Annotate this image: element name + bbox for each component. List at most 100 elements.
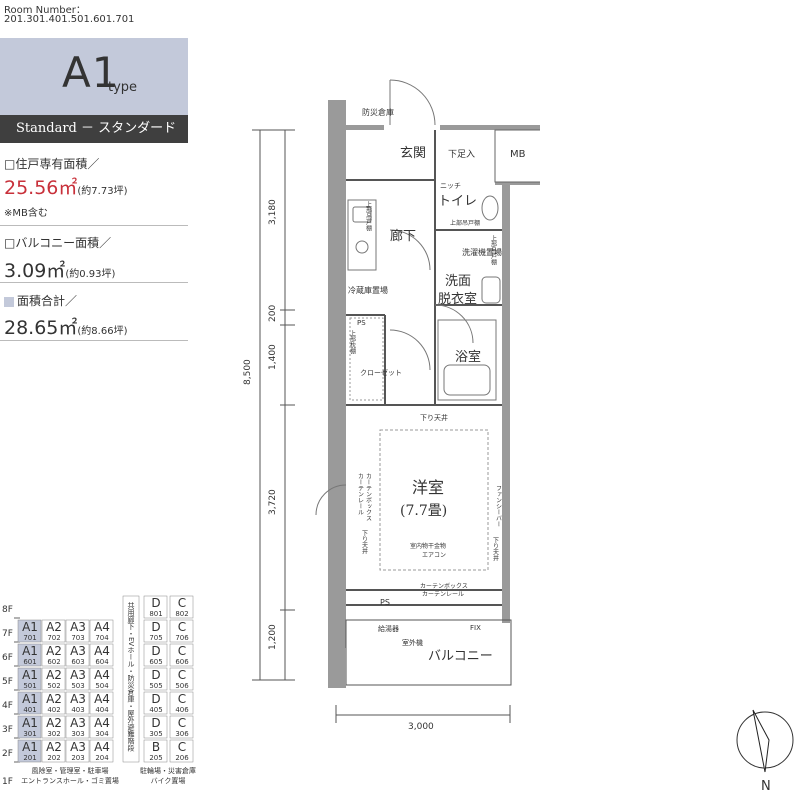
- unit-type: A3: [70, 644, 86, 658]
- label-aircon: エアコン: [422, 552, 446, 559]
- unit-cell: [169, 691, 194, 715]
- unit-type: C: [178, 740, 186, 754]
- ground-right-text: バイク置場: [151, 776, 186, 785]
- type-code: A1: [62, 48, 120, 97]
- unit-number: 305: [149, 730, 162, 738]
- label-curtain-box-bottom: カーテンボックス: [420, 582, 468, 590]
- unit-cell: [89, 643, 114, 667]
- ground-left-text: エントランスホール・ゴミ置場: [21, 776, 119, 785]
- legend-square-icon: [4, 296, 14, 307]
- unit-cell: [65, 715, 90, 739]
- label-hoshimono: 室内物干金物: [410, 542, 446, 550]
- unit-cell: [169, 643, 194, 667]
- unit-number: 605: [149, 658, 162, 666]
- sink-icon: [352, 206, 372, 223]
- unit-type: A4: [94, 620, 110, 634]
- kitchen-counter: [347, 199, 377, 271]
- divider: [0, 340, 188, 341]
- unit-cell: [143, 691, 168, 715]
- bathtub-icon: [443, 364, 491, 396]
- unit-cell: [41, 739, 66, 763]
- unit-number: 201: [23, 754, 36, 762]
- dropped-ceiling-outline: [379, 429, 489, 571]
- unit-cell: [17, 667, 42, 691]
- unit-type: A1: [22, 668, 38, 682]
- unit-cell: [143, 595, 168, 619]
- unit-number: 601: [23, 658, 36, 666]
- unit-type: A2: [46, 644, 62, 658]
- label-kyuhaiki: 給湯器: [378, 624, 399, 633]
- unit-cell: [41, 715, 66, 739]
- unit-number: 402: [47, 706, 60, 714]
- dim-d3: 1,400: [268, 344, 278, 370]
- unit-number: 406: [175, 706, 189, 714]
- unit-cell: [143, 643, 168, 667]
- unit-number: 204: [95, 754, 109, 762]
- unit-cell: [89, 619, 114, 643]
- unit-number: 602: [47, 658, 60, 666]
- unit-type: A1: [22, 644, 38, 658]
- label-shitsugaiki: 室外機: [402, 638, 423, 647]
- unit-cell: [143, 715, 168, 739]
- unit-number: 606: [175, 658, 189, 666]
- floor-table-grid: [14, 595, 194, 763]
- unit-type: A3: [70, 668, 86, 682]
- mb-box: [494, 129, 540, 183]
- unit-number: 303: [71, 730, 84, 738]
- label-reizoko: 冷蔵庫置場: [348, 285, 388, 295]
- dimension-lines: [252, 129, 511, 723]
- unit-number: 401: [23, 706, 36, 714]
- private-area-value: 25.56㎡: [4, 177, 78, 199]
- private-area-label: □住戸専有面積／: [4, 157, 100, 171]
- unit-cell: [169, 667, 194, 691]
- balcony-area-value: 3.09㎡: [4, 260, 66, 282]
- unit-cell: [17, 619, 42, 643]
- unit-number: 203: [71, 754, 84, 762]
- standard-bar: Standard － スタンダード －: [0, 115, 188, 164]
- unit-type: C: [178, 668, 186, 682]
- unit-cell: [41, 667, 66, 691]
- label-sagari-top: 下り天井: [420, 413, 448, 422]
- label-balcony: バルコニー: [428, 649, 493, 664]
- dimension-labels: 3,180 200 1,400 3,720 1,200 8,500 3,000: [243, 199, 434, 732]
- dim-d1: 3,180: [268, 199, 278, 225]
- stove-burner-icon: [355, 240, 369, 254]
- unit-cell: [41, 619, 66, 643]
- dim-width: 3,000: [408, 722, 434, 732]
- floor-label: 7F: [2, 629, 13, 639]
- toilet-icon: [481, 195, 499, 221]
- label-toilet: トイレ: [438, 194, 477, 209]
- floor-label: 6F: [2, 653, 13, 663]
- entry-wall: [328, 125, 384, 130]
- label-datsuishitsu: 脱衣室: [438, 291, 477, 307]
- unit-number: 302: [47, 730, 60, 738]
- total-area-value-group: 28.65㎡(約8.66坪): [4, 313, 127, 340]
- floor-label: 4F: [2, 701, 13, 711]
- room-number-list: 201.301.401.501.601.701: [4, 14, 135, 25]
- private-area-note: ※MB含む: [4, 208, 48, 219]
- bathroom-box: [437, 319, 497, 401]
- vertical-label-sagari_left: 下り天井: [361, 530, 368, 555]
- unit-cell: [89, 691, 114, 715]
- unit-number: 301: [23, 730, 36, 738]
- unit-cell: [169, 595, 194, 619]
- unit-number: 501: [23, 682, 36, 690]
- unit-type: A1: [22, 692, 38, 706]
- total-area-label: 面積合計／: [17, 294, 78, 308]
- balcony-wall: [328, 648, 346, 688]
- unit-cell: [143, 739, 168, 763]
- unit-type: A3: [70, 740, 86, 754]
- unit-number: 701: [23, 634, 36, 642]
- label-yoshitsu: 洋室: [412, 478, 444, 497]
- floor-label: 3F: [2, 725, 13, 735]
- unit-cell: [17, 715, 42, 739]
- compass-needle-outline: [752, 709, 770, 773]
- unit-cell: [17, 739, 42, 763]
- vertical-label-curtain_rail_left: カーテンレール: [357, 473, 364, 515]
- unit-type: A1: [22, 620, 38, 634]
- unit-type: A1: [22, 740, 38, 754]
- unit-type: A2: [46, 668, 62, 682]
- unit-type: D: [151, 716, 160, 730]
- vertical-label-curtain_box_left: カーテンボックス: [365, 473, 372, 521]
- unit-type: A3: [70, 716, 86, 730]
